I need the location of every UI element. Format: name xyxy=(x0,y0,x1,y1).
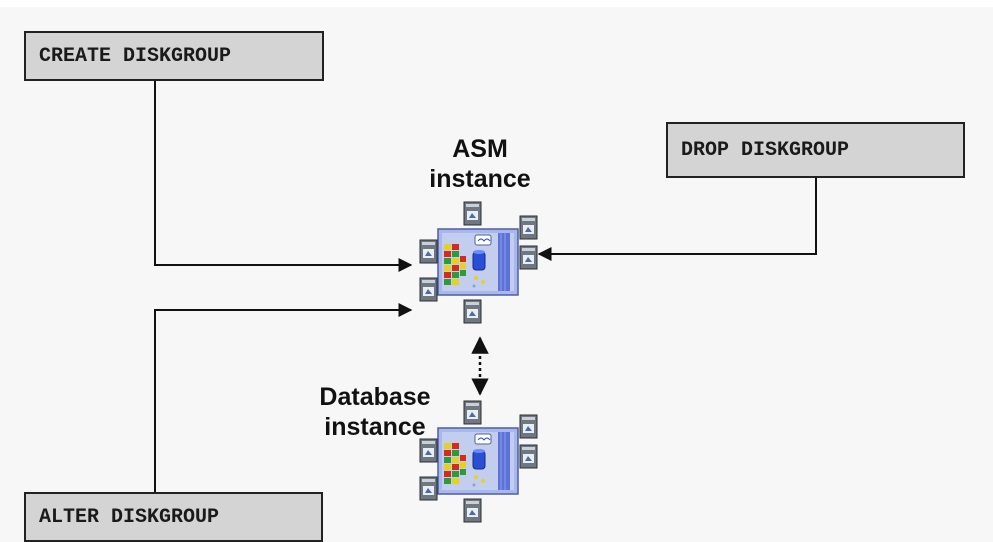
database-label-line1: Database xyxy=(319,383,431,411)
alter-diskgroup-box: ALTER DISKGROUP xyxy=(24,492,323,542)
create-diskgroup-box: CREATE DISKGROUP xyxy=(24,31,324,81)
alter-diskgroup-label: ALTER DISKGROUP xyxy=(39,505,220,529)
top-strip xyxy=(0,0,993,7)
database-label-line2: instance xyxy=(324,413,426,441)
drop-connector xyxy=(537,178,817,261)
create-diskgroup-label: CREATE DISKGROUP xyxy=(39,44,232,68)
asm-instance-label: ASM instance xyxy=(410,134,550,194)
asm-label-line1: ASM xyxy=(452,135,508,163)
drop-diskgroup-label: DROP DISKGROUP xyxy=(681,138,850,162)
asm-label-line2: instance xyxy=(429,165,531,193)
asm-server-icon xyxy=(420,202,537,323)
database-instance-label: Database instance xyxy=(300,382,450,442)
alter-connector xyxy=(154,303,413,492)
drop-diskgroup-box: DROP DISKGROUP xyxy=(666,122,965,178)
create-connector xyxy=(154,81,413,272)
